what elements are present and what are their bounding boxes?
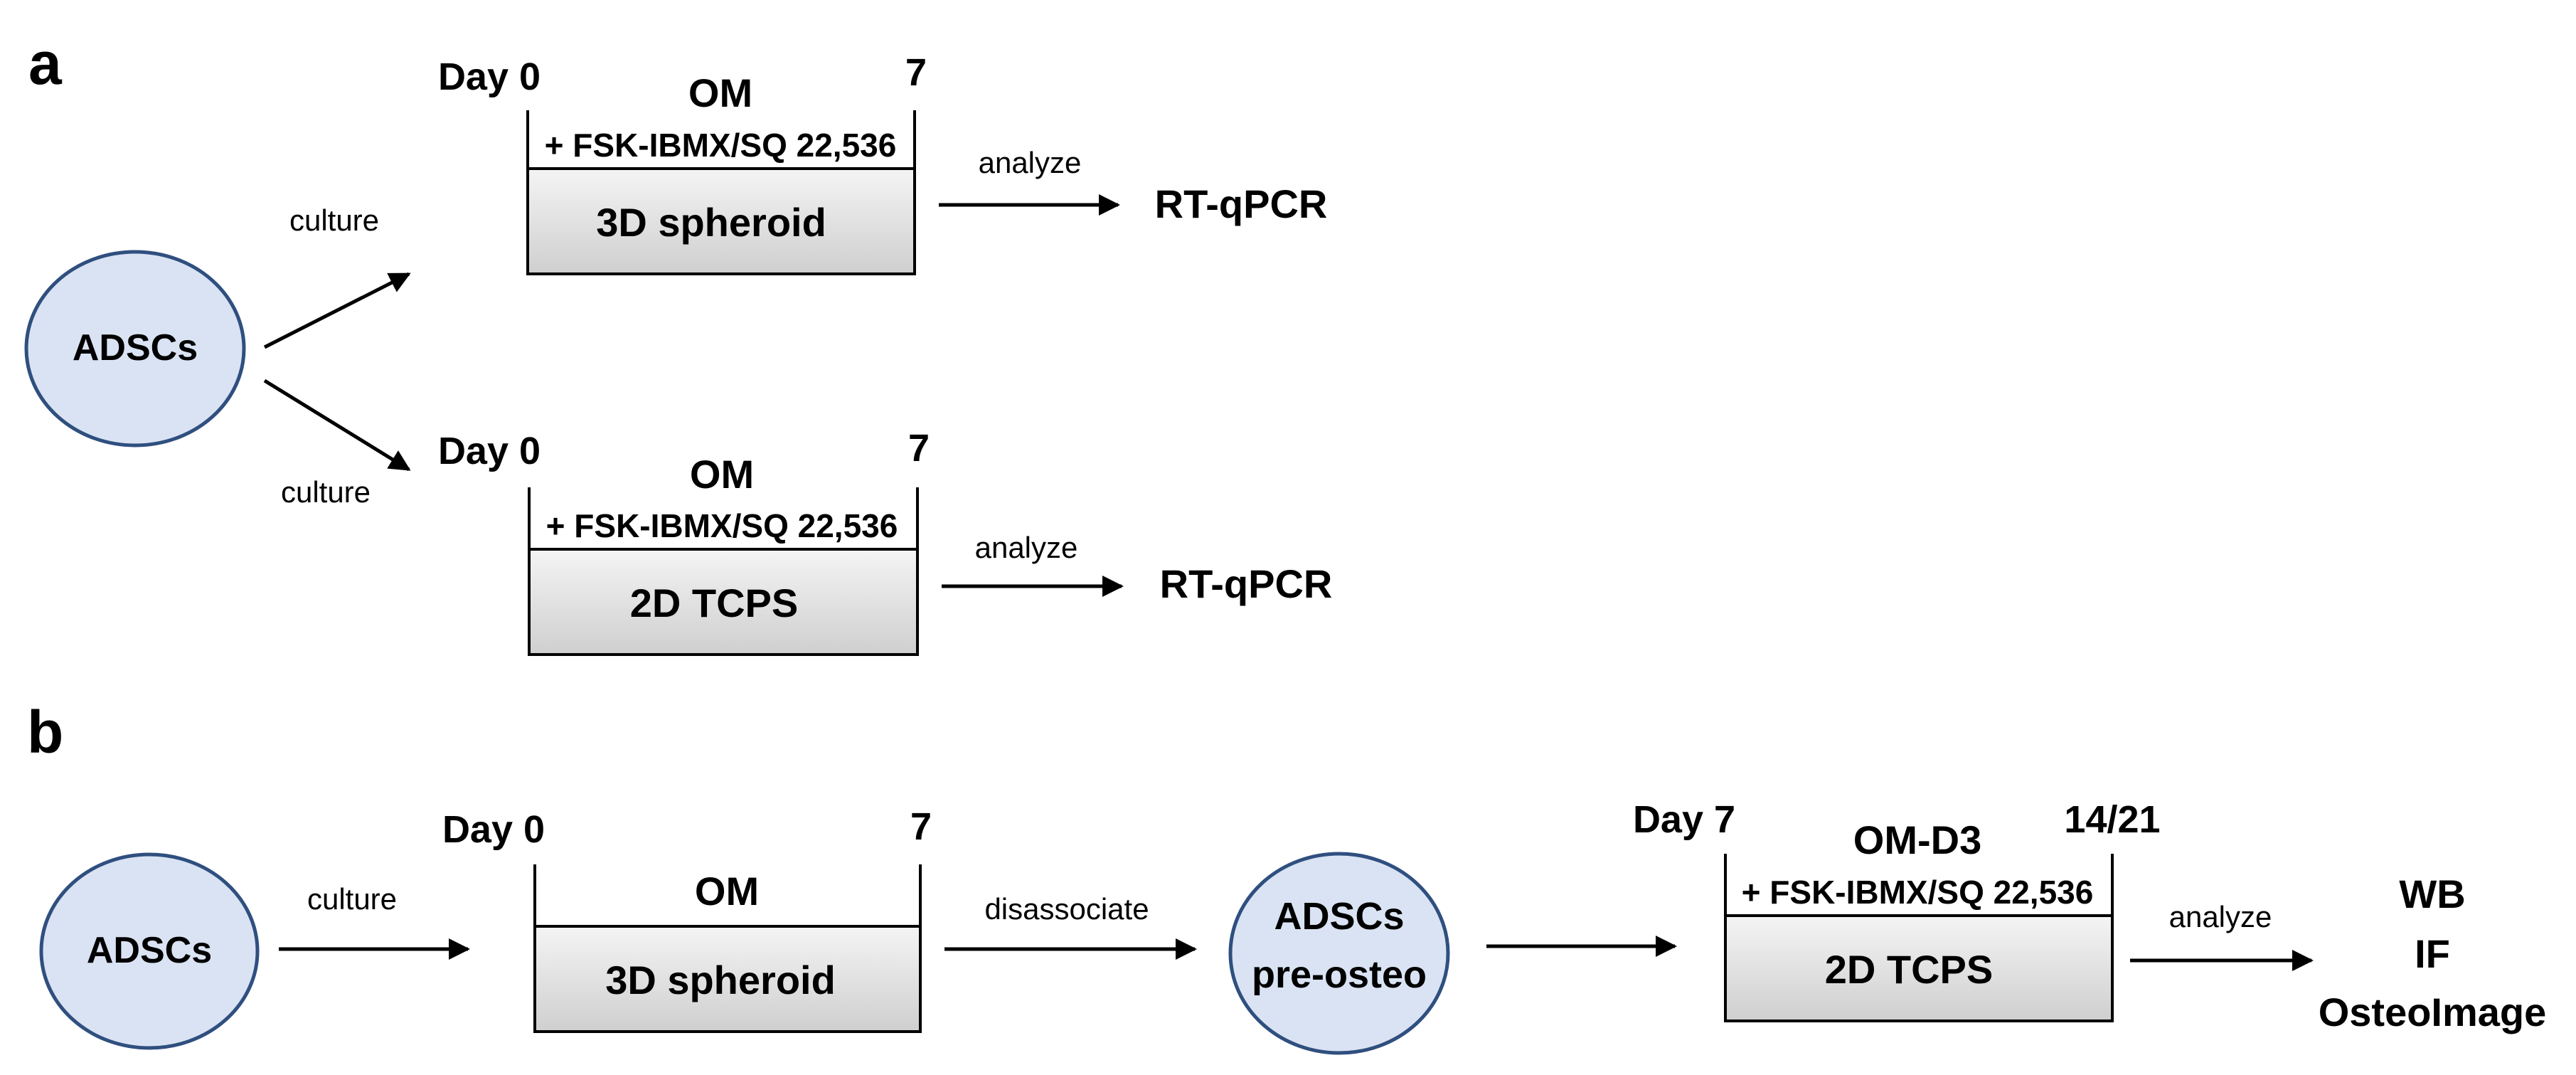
- panel-a-bottom-culture-label: 2D TCPS: [630, 581, 799, 625]
- panel-a-bottom-culture-box: [528, 548, 919, 656]
- panel-a-top-readout: RT-qPCR: [1155, 181, 1328, 226]
- panel-a-bottom-treatment: + FSK-IBMX/SQ 22,536: [546, 507, 898, 544]
- panel-b-pre-osteo-node: [1228, 852, 1450, 1055]
- panel-a-bottom-medium: OM: [690, 452, 754, 497]
- panel-a-bottom-start-day: Day 0: [438, 430, 541, 472]
- panel-a-top-culture-box: [526, 167, 916, 275]
- panel-b-step3-end-day: 14/21: [2064, 798, 2160, 841]
- panel-a-bottom-readout: RT-qPCR: [1160, 561, 1333, 606]
- panel-a-branch-top-label: culture: [289, 203, 379, 237]
- panel-b-step1-end-day: 7: [910, 805, 932, 848]
- panel-a-adscs-node: [24, 250, 246, 448]
- panel-b-adscs-label: ADSCs: [87, 930, 212, 971]
- panel-b-adscs-node: [39, 852, 260, 1050]
- panel-a-top-analyze-label: analyze: [979, 146, 1082, 179]
- panel-a-top-end-day: 7: [905, 51, 927, 94]
- panel-a-adscs-label: ADSCs: [73, 327, 198, 369]
- panel-a-branch-bottom-arrow: [263, 378, 411, 472]
- panel-a-label: a: [28, 30, 63, 97]
- panel-a-branch-top-arrow: [263, 272, 411, 349]
- panel-a-bottom-end-day: 7: [908, 427, 930, 470]
- panel-a-top-medium: OM: [688, 70, 752, 115]
- panel-b-step3-culture-label: 2D TCPS: [1825, 947, 1994, 992]
- panel-b-step3-treatment: + FSK-IBMX/SQ 22,536: [1742, 874, 2094, 911]
- panel-b-pre-osteo-line1: ADSCs: [1274, 895, 1404, 938]
- panel-b-step1-medium: OM: [695, 869, 759, 914]
- panel-a-bottom-analyze-label: analyze: [975, 531, 1078, 564]
- panel-b-step1-start-day: Day 0: [442, 808, 545, 851]
- panel-a-top-culture-label: 3D spheroid: [596, 200, 826, 245]
- panel-b-step1-culture-box: [533, 925, 922, 1033]
- panel-b-readout-wb: WB: [2399, 872, 2465, 916]
- panel-a-top-treatment: + FSK-IBMX/SQ 22,536: [545, 127, 897, 164]
- panel-b-step1-culture-label: 3D spheroid: [605, 958, 836, 1002]
- panel-b-disassociate-label: disassociate: [984, 892, 1149, 926]
- panel-a-top-start-day: Day 0: [438, 55, 541, 98]
- panel-b-step3-start-day: Day 7: [1633, 798, 1735, 841]
- panel-b-label: b: [27, 699, 63, 766]
- panel-b-step3-medium: OM-D3: [1853, 817, 1981, 862]
- panel-b-analyze-label: analyze: [2169, 900, 2272, 933]
- panel-b-culture-label: culture: [307, 882, 397, 916]
- panel-b-pre-osteo-line2: pre-osteo: [1252, 953, 1427, 996]
- panel-b-step3-culture-box: [1724, 914, 2114, 1022]
- panel-b-readout-osteoimage: OsteoImage: [2319, 990, 2547, 1034]
- panel-a-branch-bottom-label: culture: [281, 475, 371, 509]
- panel-b-readout-if: IF: [2415, 931, 2450, 976]
